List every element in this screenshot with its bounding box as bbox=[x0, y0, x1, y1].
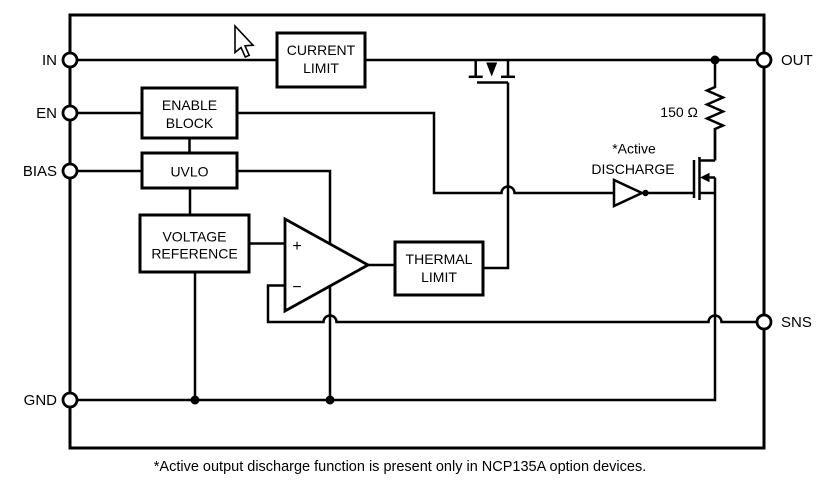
opamp-plus-sign: + bbox=[292, 238, 301, 255]
wire-uvlo-to-opamp bbox=[237, 169, 332, 245]
current-limit-block bbox=[275, 31, 367, 89]
junction-dot-opamp-gnd bbox=[325, 395, 335, 405]
function-blocks: CURRENT LIMIT ENABLE BLOCK UVLO VOLTAGE … bbox=[138, 31, 485, 297]
pass-mosfet bbox=[468, 60, 515, 84]
pin-sns bbox=[755, 313, 773, 331]
pin-out bbox=[755, 51, 773, 69]
current-limit-label-2: LIMIT bbox=[303, 60, 339, 76]
active-discharge-label-2: DISCHARGE bbox=[591, 161, 674, 177]
thermal-limit-label-2: LIMIT bbox=[421, 269, 457, 285]
ic-boundary bbox=[68, 13, 766, 450]
voltage-reference-label-2: REFERENCE bbox=[151, 246, 237, 262]
pin-label-out: OUT bbox=[781, 52, 813, 69]
enable-block-label-1: ENABLE bbox=[162, 97, 217, 113]
discharge-mosfet bbox=[692, 128, 717, 200]
wire-feedback-sns bbox=[266, 284, 757, 324]
pin-label-gnd: GND bbox=[24, 392, 58, 409]
uvlo-block bbox=[140, 151, 239, 190]
wires bbox=[77, 58, 757, 402]
opamp-minus-sign: − bbox=[292, 279, 301, 296]
pass-mosfet-arrow-icon bbox=[486, 62, 498, 77]
junction-dot-out bbox=[710, 55, 720, 65]
junction-dot-vref-gnd bbox=[190, 395, 200, 405]
current-limit-label-1: CURRENT bbox=[287, 42, 356, 58]
discharge-mosfet-arrow-icon bbox=[700, 172, 710, 183]
voltage-reference-label-1: VOLTAGE bbox=[162, 229, 226, 245]
pin-in bbox=[61, 51, 79, 69]
pin-bias bbox=[61, 162, 79, 180]
pin-label-bias: BIAS bbox=[23, 163, 57, 180]
enable-block bbox=[140, 86, 239, 140]
wire-thermal-to-gate bbox=[483, 82, 510, 270]
footnote-text: *Active output discharge function is pre… bbox=[154, 459, 646, 475]
active-discharge-label-1: *Active bbox=[612, 141, 656, 157]
error-amplifier bbox=[283, 216, 371, 314]
wire-enable-to-discharge bbox=[237, 111, 614, 195]
resistor-value-label: 150 Ω bbox=[660, 104, 698, 120]
discharge-buffer bbox=[612, 178, 645, 208]
pin-label-in: IN bbox=[42, 52, 57, 69]
mouse-cursor-icon bbox=[234, 23, 255, 59]
wire-gnd-rail bbox=[77, 177, 717, 402]
uvlo-label: UVLO bbox=[170, 164, 208, 180]
pin-en bbox=[61, 104, 79, 122]
voltage-reference-block bbox=[138, 213, 251, 274]
pin-label-sns: SNS bbox=[781, 314, 812, 331]
thermal-limit-label-1: THERMAL bbox=[406, 251, 473, 267]
pin-gnd bbox=[61, 391, 79, 409]
discharge-buffer-output-dot bbox=[642, 189, 649, 197]
pin-terminals bbox=[61, 51, 773, 409]
enable-block-label-2: BLOCK bbox=[166, 115, 214, 131]
thermal-limit-block bbox=[393, 240, 485, 297]
pin-label-en: EN bbox=[36, 105, 57, 122]
resistor-150ohm bbox=[703, 60, 727, 161]
junction-dots bbox=[190, 55, 720, 405]
